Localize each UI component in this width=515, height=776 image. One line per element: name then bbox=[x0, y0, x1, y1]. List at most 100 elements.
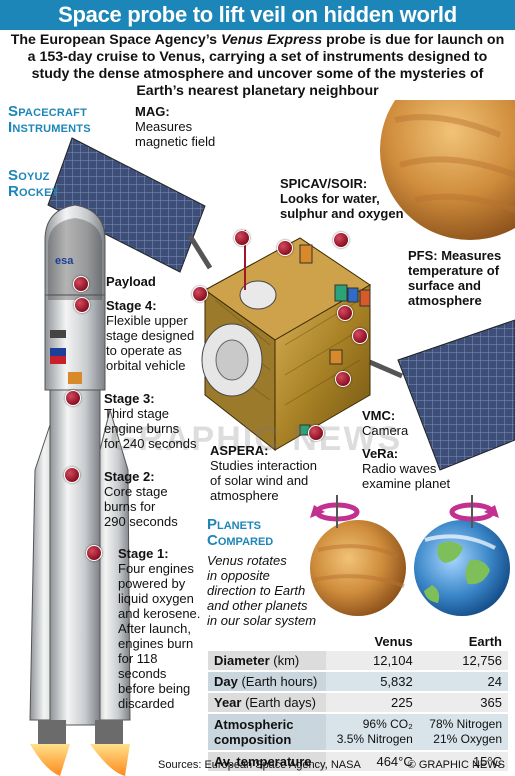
table-row-temperature: Av. temperature 464°C 15°C bbox=[208, 752, 508, 771]
spacecraft-body bbox=[201, 230, 371, 452]
marker-stage-2 bbox=[64, 467, 80, 483]
row-label-unit: (Earth days) bbox=[241, 695, 316, 710]
label-payload-name: Payload bbox=[106, 274, 156, 289]
earth-rotation-arrow bbox=[449, 495, 499, 528]
table-row-day: Day (Earth hours) 5,832 24 bbox=[208, 672, 508, 691]
cell-earth-line-2: 21% Oxygen bbox=[433, 732, 502, 746]
marker-stage-4 bbox=[74, 297, 90, 313]
label-stage-4-desc-2: stage designed bbox=[106, 328, 195, 343]
label-spicav-desc-1: Looks for water, bbox=[280, 191, 380, 206]
marker-spicav-2 bbox=[337, 305, 353, 321]
label-stage-2-name: Stage 2: bbox=[104, 469, 155, 484]
row-label: Atmospheric composition bbox=[208, 714, 326, 750]
cell-earth: 365 bbox=[418, 693, 508, 712]
table-row-year: Year (Earth days) 225 365 bbox=[208, 693, 508, 712]
label-stage-1-desc-3: liquid oxygen bbox=[118, 591, 194, 606]
label-aspera-name: ASPERA: bbox=[210, 443, 269, 458]
rocket-esa-logo: esa bbox=[55, 255, 74, 267]
planet-comparison-table: Venus Earth Diameter (km) 12,104 12,756 … bbox=[208, 632, 508, 773]
marker-mag bbox=[234, 230, 250, 246]
cell-venus: 5,832 bbox=[326, 672, 419, 691]
planets-desc-line-1: Venus rotates bbox=[207, 553, 287, 568]
instruments-heading-line-1: Spacecraft bbox=[8, 103, 88, 120]
label-pfs-name: PFS: Measures bbox=[408, 248, 502, 263]
label-stage-2-desc-3: 290 seconds bbox=[104, 514, 178, 529]
label-stage-2: Stage 2: Core stage burns for 290 second… bbox=[104, 469, 178, 529]
row-label-unit: (Earth hours) bbox=[237, 674, 318, 689]
label-spicav: SPICAV/SOIR: Looks for water, sulphur an… bbox=[280, 176, 404, 221]
cell-venus-line-1: 96% CO₂ bbox=[362, 717, 413, 731]
label-spicav-name: SPICAV/SOIR: bbox=[280, 176, 368, 191]
label-stage-3-desc-1: Third stage bbox=[104, 406, 170, 421]
planets-desc-line-5: in our solar system bbox=[207, 613, 317, 628]
table-corner bbox=[208, 634, 326, 649]
row-label-text: Diameter bbox=[214, 653, 270, 668]
intro-text: The European Space Agency’s Venus Expres… bbox=[10, 32, 505, 100]
planets-heading-line-1: Planets bbox=[207, 516, 262, 533]
label-stage-4: Stage 4: Flexible upper stage designed t… bbox=[106, 298, 194, 373]
cell-earth: 24 bbox=[418, 672, 508, 691]
instruments-heading: Spacecraft Instruments bbox=[8, 104, 91, 136]
watermark: GRAPHIC NEWS bbox=[110, 420, 403, 458]
marker-spacecraft-left bbox=[192, 286, 208, 302]
label-stage-4-desc-4: orbital vehicle bbox=[106, 358, 186, 373]
column-venus: Venus bbox=[374, 634, 413, 649]
intro-probe-name: Venus Express bbox=[220, 32, 323, 48]
label-payload: Payload bbox=[106, 274, 156, 289]
solar-panel-right bbox=[364, 319, 515, 471]
label-stage-1-name: Stage 1: bbox=[118, 546, 169, 561]
planets-desc-line-3: direction to Earth bbox=[207, 583, 306, 598]
cell-venus-line-2: 3.5% Nitrogen bbox=[336, 732, 413, 746]
rocket-heading-line-2: Rocket bbox=[8, 183, 59, 200]
venus-backdrop bbox=[380, 100, 515, 240]
label-stage-1-desc-4: and kerosene. bbox=[118, 606, 201, 621]
row-label: Day (Earth hours) bbox=[208, 672, 326, 691]
marker-virtis bbox=[277, 240, 293, 256]
label-vera-desc-1: Radio waves bbox=[362, 461, 437, 476]
marker-vmc bbox=[335, 371, 351, 387]
label-vmc: VMC: Camera bbox=[362, 408, 408, 438]
label-stage-3: Stage 3: Third stage engine burns for 24… bbox=[104, 391, 197, 451]
label-mag-name: MAG: bbox=[135, 104, 170, 119]
footer-copyright: © GRAPHIC NEWS bbox=[407, 759, 505, 771]
label-stage-1-desc-1: Four engines bbox=[118, 561, 194, 576]
label-stage-2-desc-1: Core stage bbox=[104, 484, 168, 499]
marker-stage-1 bbox=[86, 545, 102, 561]
cell-earth-line-1: 78% Nitrogen bbox=[429, 717, 502, 731]
cell-earth: 12,756 bbox=[418, 651, 508, 670]
row-label: Av. temperature bbox=[208, 752, 326, 771]
footer: Sources: European Space Agency, NASA © G… bbox=[0, 754, 515, 776]
row-label-text: Year bbox=[214, 695, 242, 710]
label-vera-name: VeRa: bbox=[362, 446, 399, 461]
label-stage-2-desc-2: burns for bbox=[104, 499, 156, 514]
marker-aspera bbox=[308, 425, 324, 441]
label-stage-1: Stage 1: Four engines powered by liquid … bbox=[118, 546, 200, 711]
label-vmc-name: VMC: bbox=[362, 408, 396, 423]
label-aspera-desc-2: of solar wind and bbox=[210, 473, 309, 488]
label-stage-1-desc-6: engines burn bbox=[118, 636, 194, 651]
cell-venus: 464°C bbox=[326, 752, 419, 771]
planets-heading-line-2: Compared bbox=[207, 532, 274, 549]
label-stage-3-desc-2: engine burns bbox=[104, 421, 180, 436]
marker-pfs bbox=[352, 328, 368, 344]
label-vmc-desc-1: Camera bbox=[362, 423, 409, 438]
cell-venus: 225 bbox=[326, 693, 419, 712]
row-label: Year (Earth days) bbox=[208, 693, 326, 712]
label-stage-1-desc-9: before being bbox=[118, 681, 191, 696]
label-stage-1-desc-7: for 118 bbox=[118, 651, 158, 666]
solar-panel-left bbox=[47, 137, 213, 273]
label-pfs-desc-2: surface and bbox=[408, 278, 481, 293]
instruments-heading-line-2: Instruments bbox=[8, 119, 91, 136]
rocket-heading-line-1: Soyuz bbox=[8, 167, 50, 184]
illustration bbox=[29, 100, 515, 776]
soyuz-rocket bbox=[29, 204, 131, 776]
row-label: Diameter (km) bbox=[208, 651, 326, 670]
cell-venus: 12,104 bbox=[326, 651, 419, 670]
label-virtis: VIRTIS: Studies composition of lower atm… bbox=[234, 104, 345, 149]
label-stage-3-desc-3: for 240 seconds bbox=[104, 436, 197, 451]
label-stage-1-desc-5: After launch, bbox=[118, 621, 191, 636]
